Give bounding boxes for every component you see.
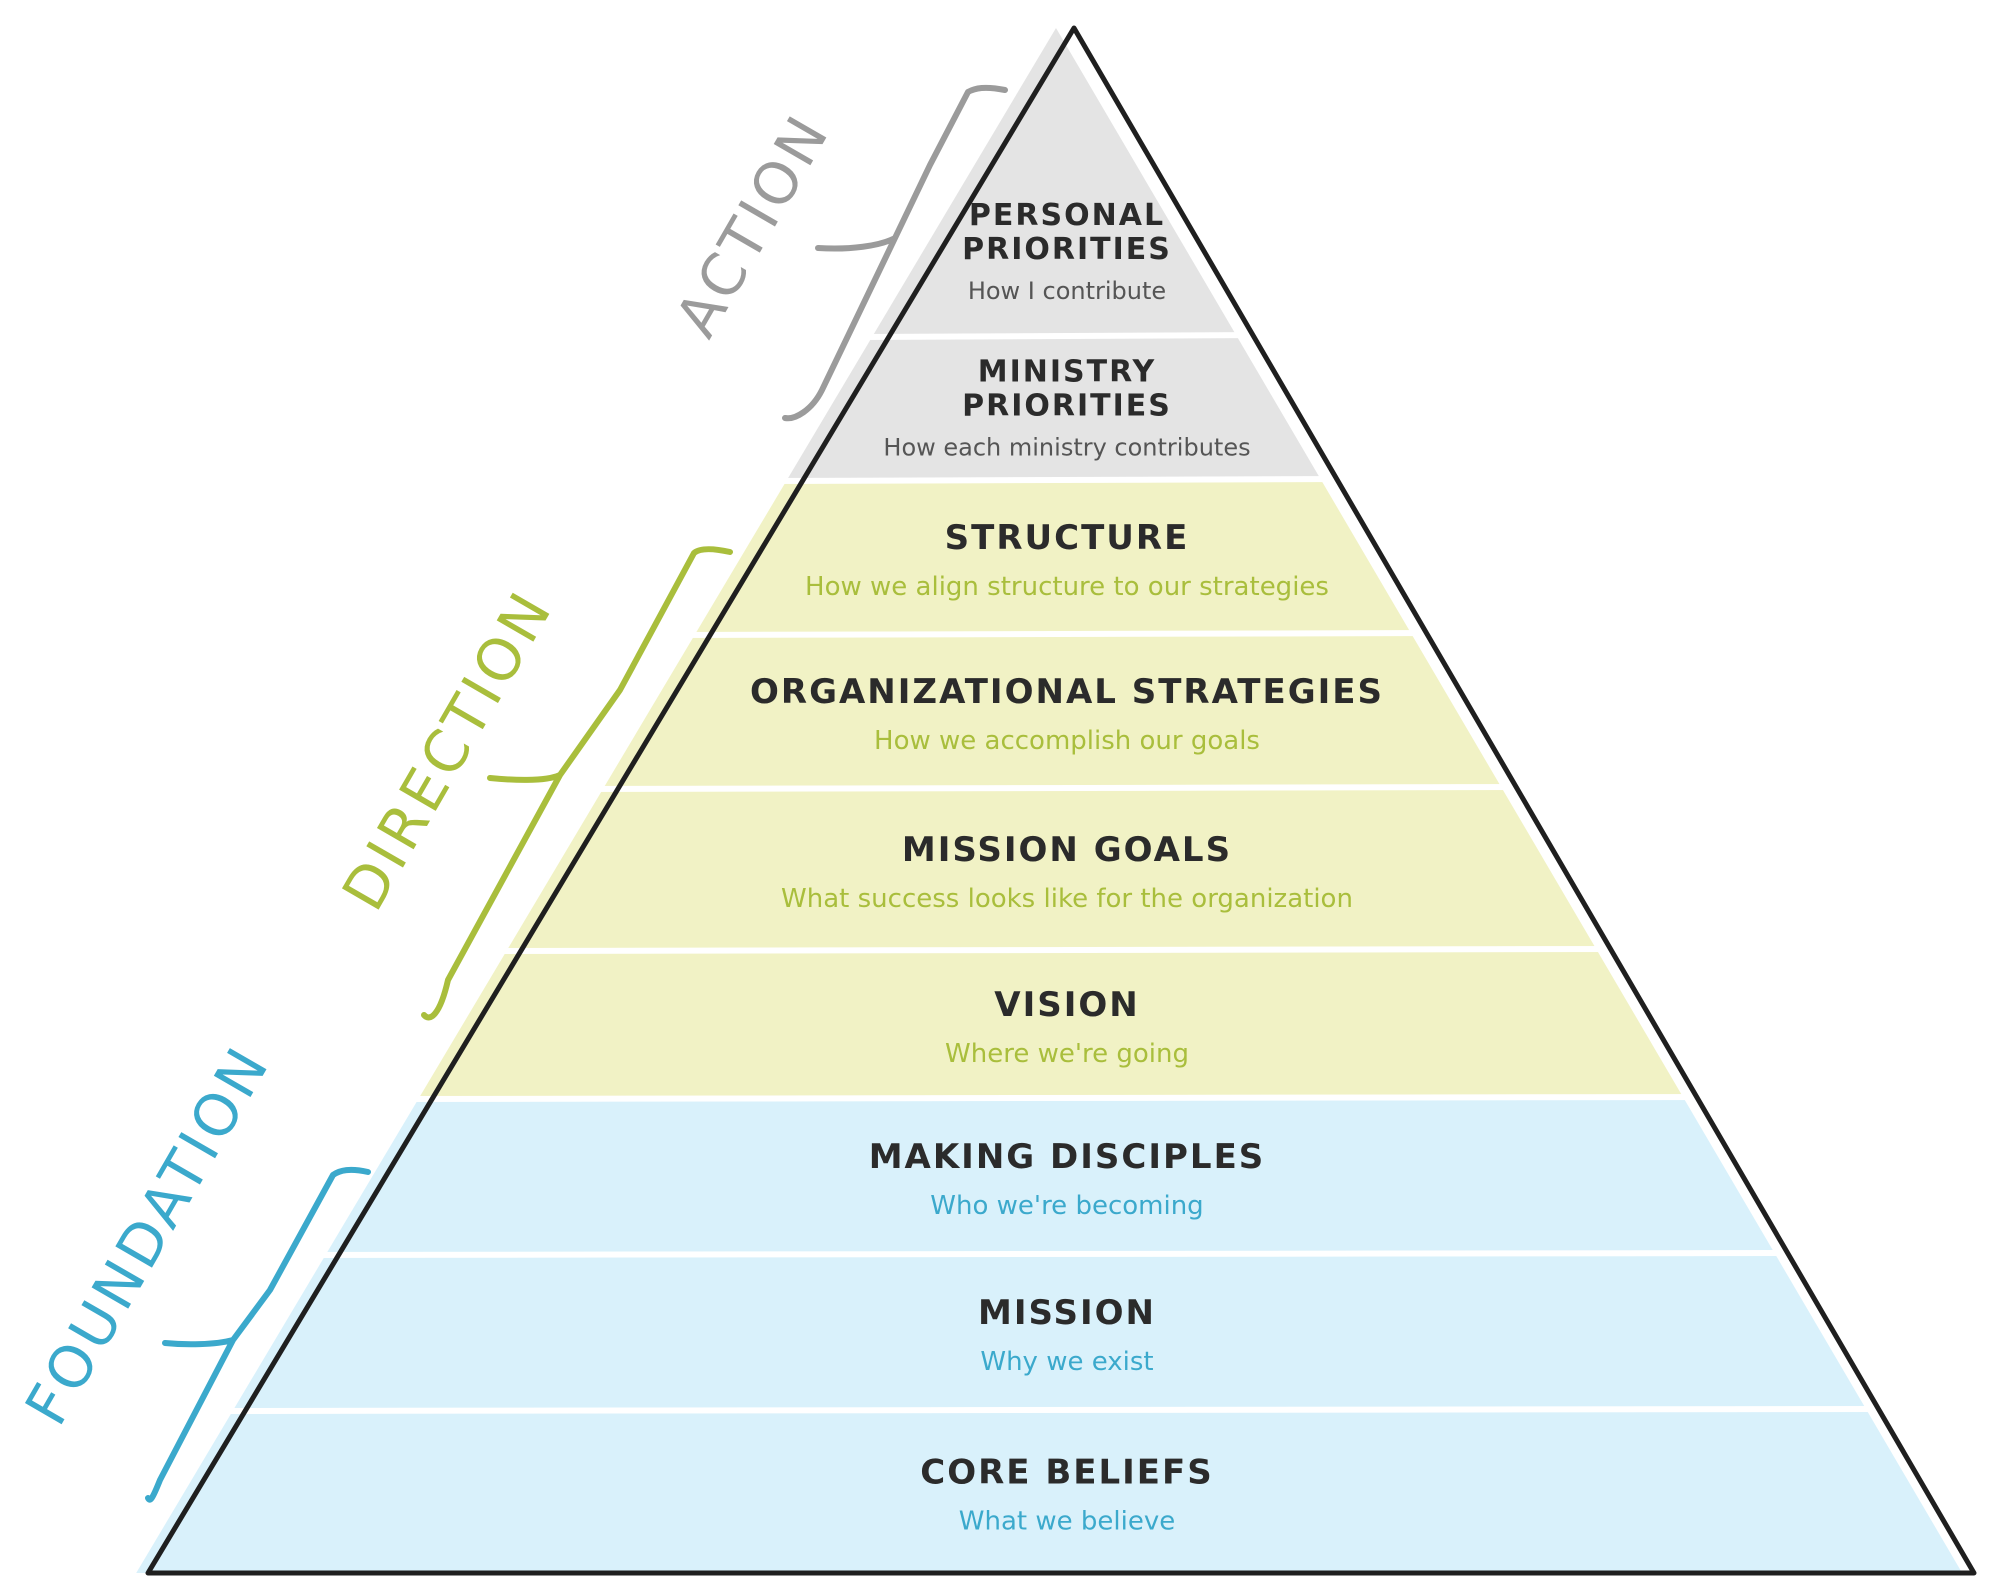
tier-subtitle: Where we're going — [945, 1039, 1189, 1069]
tier-title: PRIORITIES — [962, 232, 1172, 267]
tier-subtitle: How we align structure to our strategies — [805, 572, 1329, 602]
action-group-label: ACTION — [662, 102, 843, 348]
action-bracket — [782, 84, 1008, 422]
tier-band-5 — [507, 788, 1597, 950]
tier-divider — [680, 630, 1438, 638]
tier-title: PERSONAL — [969, 198, 1165, 233]
tier-divider — [309, 1250, 1799, 1258]
tier-band-2 — [786, 336, 1322, 480]
tier-fills — [136, 28, 1963, 1573]
tier-title: VISION — [994, 985, 1139, 1025]
tier-title: MISSION GOALS — [902, 830, 1232, 870]
tier-title: MAKING DISCIPLES — [869, 1137, 1266, 1177]
foundation-bracket — [145, 1166, 371, 1503]
pyramid-outline — [145, 25, 1977, 1576]
tier-subtitle: What we believe — [959, 1506, 1175, 1536]
tier-band-1 — [872, 28, 1237, 336]
tier-band-8 — [233, 1254, 1867, 1410]
tier-band-6 — [418, 950, 1684, 1098]
tier-subtitle: How each ministry contributes — [883, 434, 1250, 462]
tier-title: ORGANIZATIONAL STRATEGIES — [750, 672, 1384, 712]
tier-divider — [859, 332, 1264, 340]
tier-subtitle: How I contribute — [968, 277, 1166, 305]
tier-subtitle: What success looks like for the organiza… — [781, 884, 1353, 914]
tier-divider — [491, 946, 1622, 954]
tier-divider — [402, 1094, 1708, 1102]
tier-divider — [215, 1406, 1890, 1414]
tier-band-3 — [695, 480, 1412, 634]
tier-band-7 — [326, 1098, 1776, 1254]
direction-bracket — [421, 546, 733, 1021]
direction-group-label: DIRECTION — [329, 579, 566, 922]
tier-subtitle: How we accomplish our goals — [874, 726, 1260, 756]
tier-divider — [773, 476, 1348, 484]
tier-title: PRIORITIES — [962, 389, 1172, 424]
tier-divider — [588, 784, 1527, 792]
tier-band-4 — [603, 634, 1502, 788]
tier-title: MISSION — [978, 1293, 1156, 1333]
tier-dividers — [215, 332, 1890, 1414]
foundation-group-label: FOUNDATION — [12, 1034, 284, 1436]
tier-title: STRUCTURE — [945, 518, 1190, 558]
tier-band-9 — [136, 1410, 1963, 1573]
tier-title: CORE BELIEFS — [920, 1452, 1214, 1492]
tier-subtitle: Who we're becoming — [930, 1191, 1203, 1221]
tier-title: MINISTRY — [978, 355, 1157, 390]
tier-subtitle: Why we exist — [980, 1347, 1153, 1377]
